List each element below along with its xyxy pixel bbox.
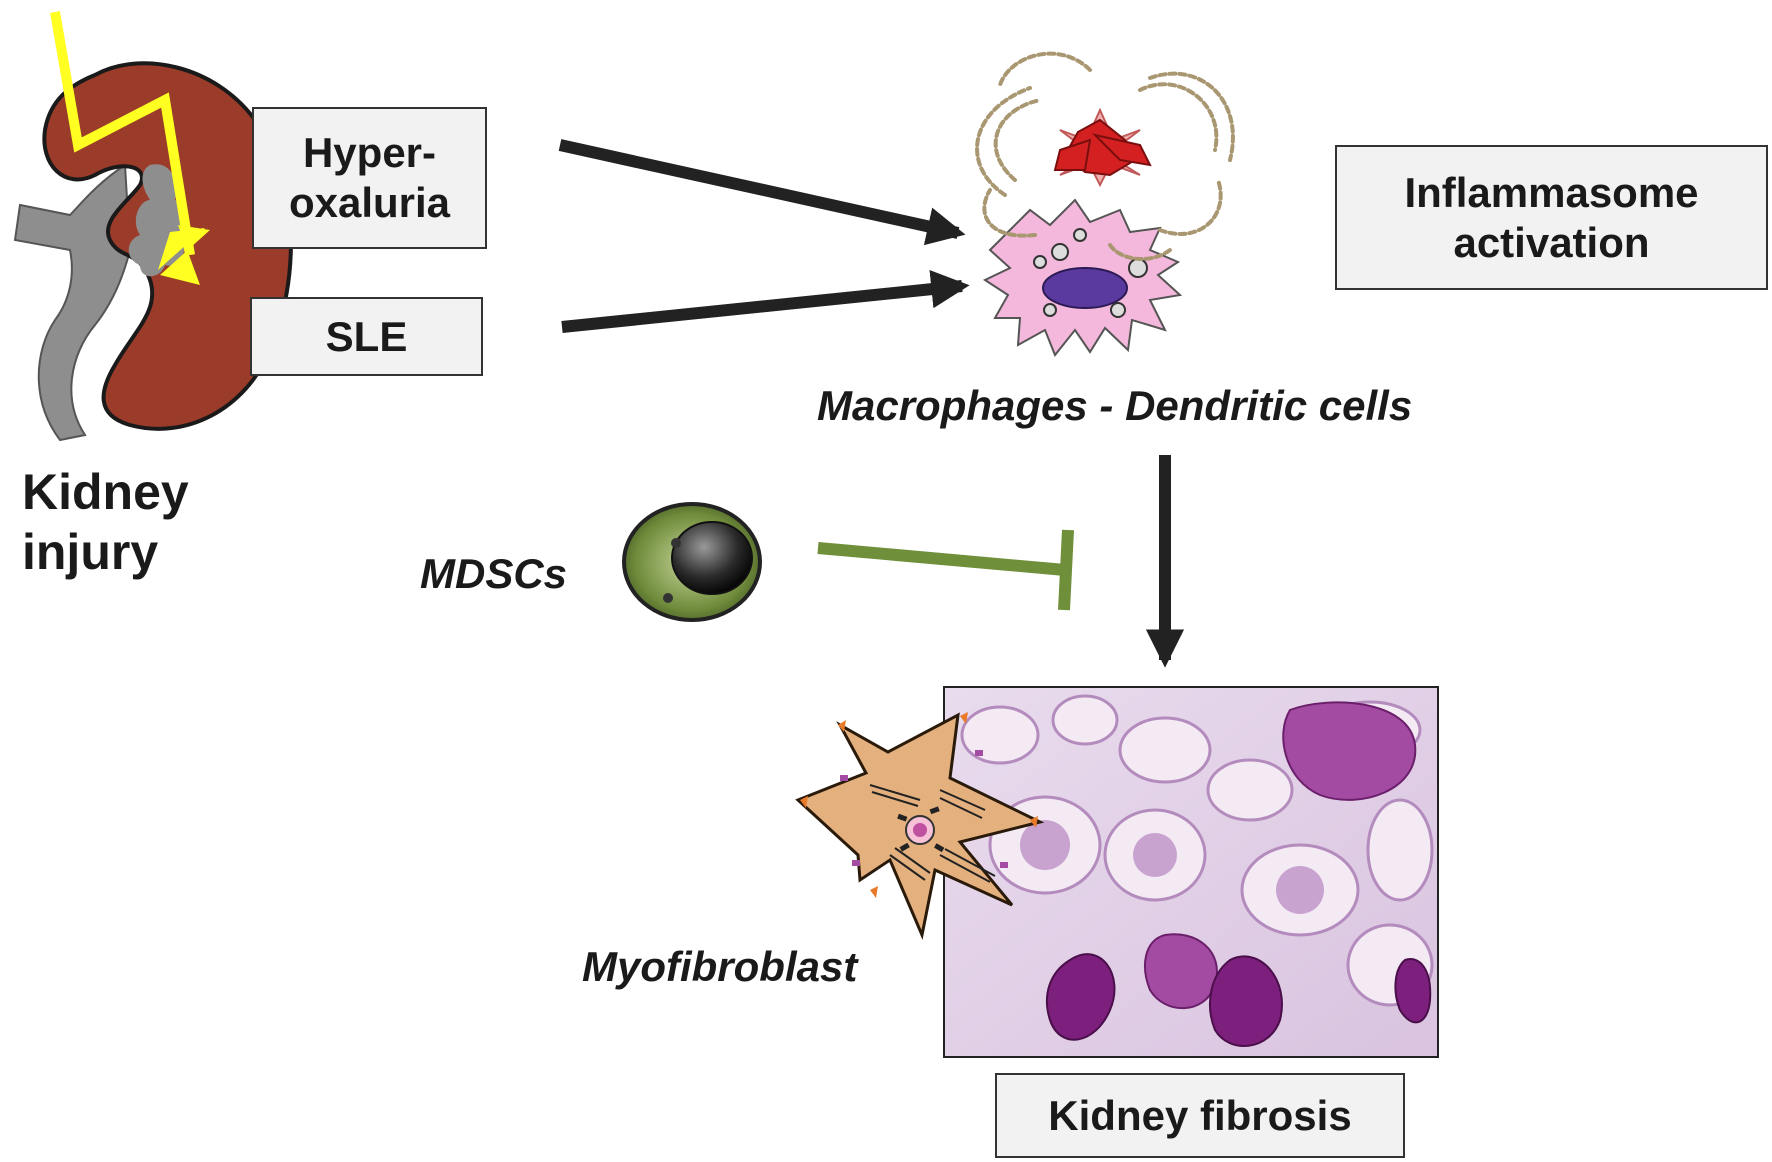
- macrophages-label: Macrophages - Dendritic cells: [817, 382, 1413, 429]
- sle-label: SLE: [325, 312, 408, 360]
- arrow-sle-to-macrophage: [561, 270, 970, 333]
- kidney-fibrosis-box: Kidney fibrosis: [995, 1073, 1405, 1158]
- myofibroblast-label: Myofibroblast: [582, 943, 858, 990]
- inflammasome-icon: [975, 51, 1235, 262]
- inflammasome-line1: Inflammasome: [1404, 168, 1699, 216]
- hyperoxaluria-line1: Hyper-: [302, 129, 437, 177]
- sle-box: SLE: [250, 297, 483, 376]
- mdsc-cell-icon: [622, 502, 762, 622]
- mdsc-label: MDSCs: [420, 550, 568, 597]
- hyperoxaluria-box: Hyper- oxaluria: [252, 107, 487, 249]
- kidney-histology-image: [943, 686, 1439, 1058]
- kidney-injury-line1: Kidney: [22, 464, 189, 520]
- macrophage-cell-icon: [982, 198, 1183, 357]
- inflammasome-box: Inflammasome activation: [1335, 145, 1768, 290]
- hyperoxaluria-line2: oxaluria: [288, 179, 451, 226]
- kidney-fibrosis-label: Kidney fibrosis: [1048, 1091, 1352, 1139]
- inflammasome-line2: activation: [1453, 218, 1650, 266]
- arrow-hyperoxaluria-to-macrophage: [558, 139, 966, 246]
- inhibition-bar: [1058, 529, 1074, 611]
- kidney-icon: [13, 61, 293, 442]
- inhibition-line: [817, 542, 1066, 576]
- lightning-bolt-icon: [50, 11, 210, 285]
- myofibroblast-cell-icon: [795, 712, 1045, 941]
- kidney-injury-line2: injury: [22, 524, 159, 580]
- kidney-injury-label: Kidney injury: [22, 462, 189, 582]
